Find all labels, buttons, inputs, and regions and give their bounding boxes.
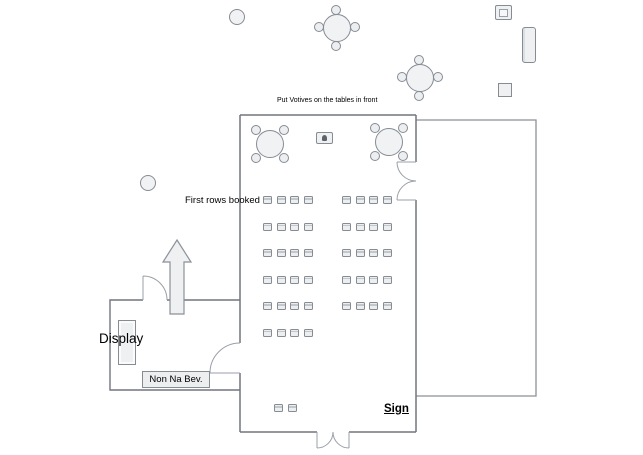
chair-icon[interactable] <box>398 123 408 133</box>
chair-icon[interactable] <box>288 404 297 412</box>
chair-icon[interactable] <box>263 328 272 337</box>
annotation-display[interactable]: Display <box>99 331 144 346</box>
chair-icon[interactable] <box>355 275 365 284</box>
round-table-outside-right[interactable] <box>397 55 443 101</box>
chair-icon[interactable] <box>433 72 443 82</box>
wall-main-room <box>239 114 417 433</box>
chair-block-right <box>342 196 392 310</box>
chair-icon[interactable] <box>397 72 407 82</box>
chair-icon[interactable] <box>276 302 286 310</box>
chair-icon[interactable] <box>263 275 272 284</box>
chair-icon[interactable] <box>355 249 365 257</box>
chair-icon[interactable] <box>350 22 360 32</box>
chair-icon[interactable] <box>370 151 380 161</box>
round-table-front-right[interactable] <box>367 120 411 164</box>
door-bottom-left-leaf <box>316 431 334 449</box>
door-arcs <box>142 161 417 449</box>
round-table-icon[interactable] <box>256 130 284 158</box>
beverage-station[interactable]: Non Na Bev. <box>142 371 210 388</box>
chair-icon[interactable] <box>276 275 286 284</box>
chair-icon[interactable] <box>382 302 392 310</box>
annotation-votives[interactable]: Put Votives on the tables in front <box>277 97 378 104</box>
chair-icon[interactable] <box>290 196 299 204</box>
display-table[interactable] <box>118 320 136 365</box>
chair-icon[interactable] <box>276 249 286 257</box>
chair-pair-back <box>274 404 297 412</box>
chair-icon[interactable] <box>276 222 286 231</box>
chair-icon[interactable] <box>251 153 261 163</box>
chair-icon[interactable] <box>303 328 313 337</box>
beverage-station-label: Non Na Bev. <box>149 374 203 385</box>
chair-icon[interactable] <box>342 302 351 310</box>
round-table-icon[interactable] <box>375 128 403 156</box>
chair-icon[interactable] <box>263 302 272 310</box>
door-left-room <box>142 275 168 301</box>
chair-block-left <box>263 196 313 337</box>
chair-icon[interactable] <box>303 275 313 284</box>
annotation-sign[interactable]: Sign <box>384 403 409 415</box>
door-right-upper <box>396 161 417 182</box>
annotation-first-rows[interactable]: First rows booked <box>185 195 260 206</box>
cocktail-table-icon[interactable] <box>229 9 245 25</box>
chair-icon[interactable] <box>303 249 313 257</box>
chair-icon[interactable] <box>303 302 313 310</box>
door-right-lower <box>396 180 417 201</box>
chair-icon[interactable] <box>355 222 365 231</box>
chair-icon[interactable] <box>414 91 424 101</box>
chair-icon[interactable] <box>369 249 378 257</box>
chair-icon[interactable] <box>369 222 378 231</box>
side-table-icon[interactable] <box>498 83 512 97</box>
cocktail-table-icon[interactable] <box>140 175 156 191</box>
chair-icon[interactable] <box>342 275 351 284</box>
chair-icon[interactable] <box>274 404 283 412</box>
chair-icon[interactable] <box>398 151 408 161</box>
chair-icon[interactable] <box>355 302 365 310</box>
chair-icon[interactable] <box>290 302 299 310</box>
chair-icon[interactable] <box>263 196 272 204</box>
chair-icon[interactable] <box>279 153 289 163</box>
chair-icon[interactable] <box>369 275 378 284</box>
chair-icon[interactable] <box>382 275 392 284</box>
chair-icon[interactable] <box>382 196 392 204</box>
chair-icon[interactable] <box>355 196 365 204</box>
chair-icon[interactable] <box>303 222 313 231</box>
chair-icon[interactable] <box>382 249 392 257</box>
armchair-seat <box>499 8 508 17</box>
direction-arrow[interactable] <box>161 238 193 315</box>
chair-icon[interactable] <box>303 196 313 204</box>
chair-icon[interactable] <box>331 41 341 51</box>
chair-icon[interactable] <box>263 222 272 231</box>
round-table-icon[interactable] <box>406 64 434 92</box>
chair-icon[interactable] <box>279 125 289 135</box>
chair-icon[interactable] <box>276 328 286 337</box>
chair-icon[interactable] <box>369 196 378 204</box>
chair-icon[interactable] <box>290 275 299 284</box>
round-table-icon[interactable] <box>323 14 351 42</box>
chair-icon[interactable] <box>342 196 351 204</box>
chair-icon[interactable] <box>382 222 392 231</box>
chair-icon[interactable] <box>290 249 299 257</box>
podium-icon[interactable] <box>316 132 333 144</box>
chair-icon[interactable] <box>251 125 261 135</box>
chair-icon[interactable] <box>290 328 299 337</box>
chair-icon[interactable] <box>370 123 380 133</box>
chair-icon[interactable] <box>290 222 299 231</box>
speaker-glyph <box>322 135 327 141</box>
sofa-icon[interactable] <box>522 27 536 63</box>
chair-icon[interactable] <box>414 55 424 65</box>
chair-icon[interactable] <box>331 5 341 15</box>
chair-icon[interactable] <box>369 302 378 310</box>
chair-icon[interactable] <box>263 249 272 257</box>
chair-icon[interactable] <box>342 249 351 257</box>
chair-icon[interactable] <box>276 196 286 204</box>
wall-right-room <box>416 119 537 397</box>
chair-icon[interactable] <box>314 22 324 32</box>
door-left-wall <box>209 342 241 374</box>
chair-icon[interactable] <box>342 222 351 231</box>
door-bottom-right-leaf <box>332 431 350 449</box>
armchair-icon[interactable] <box>495 5 512 20</box>
round-table-outside-top[interactable] <box>314 5 360 51</box>
round-table-front-left[interactable] <box>248 122 292 166</box>
